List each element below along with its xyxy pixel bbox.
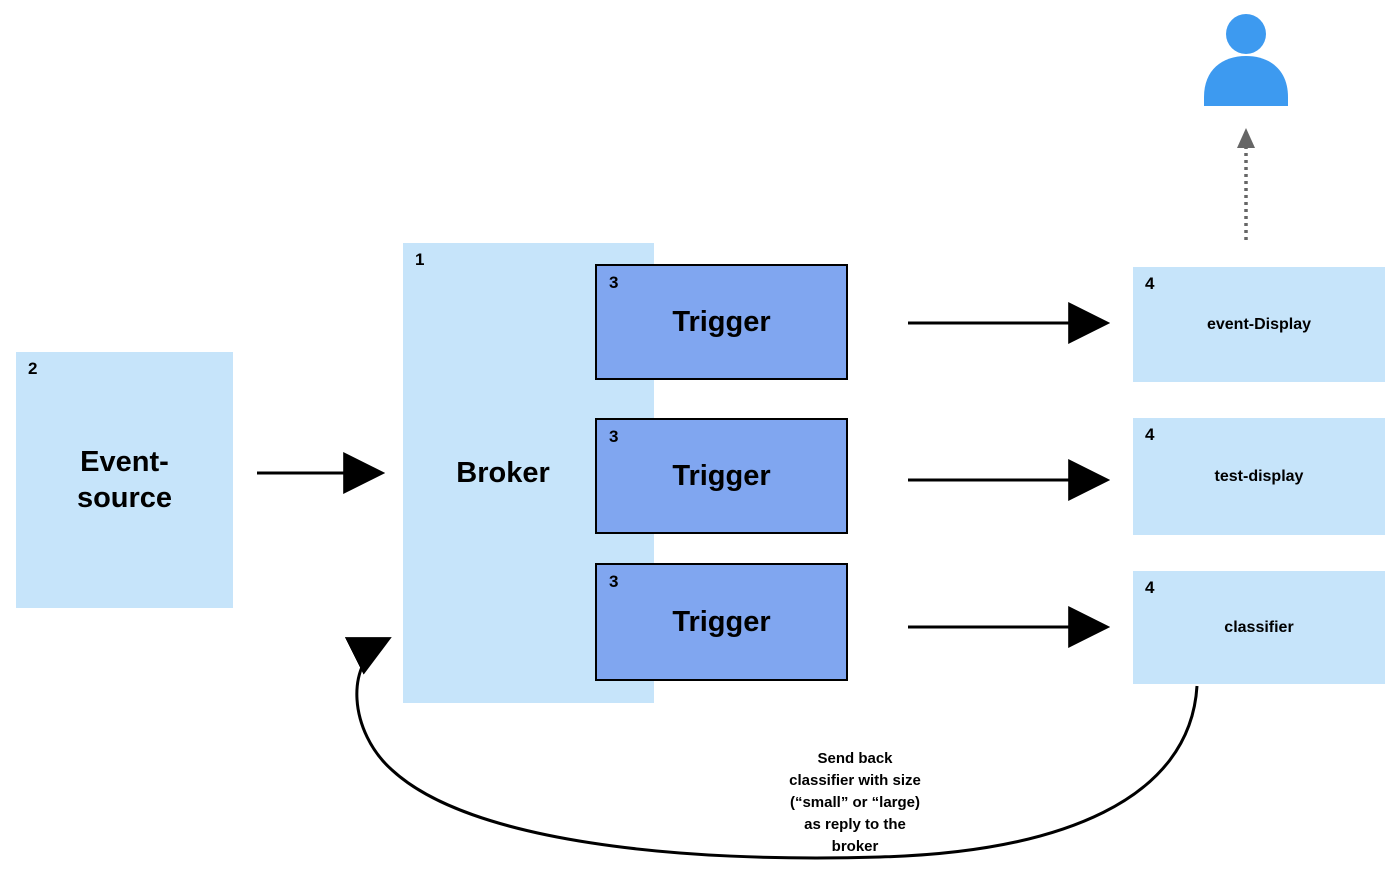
trigger-2-number: 3	[609, 427, 619, 446]
event-display-number: 4	[1145, 274, 1155, 293]
node-trigger-3: 3 Trigger	[595, 563, 848, 681]
node-service-test-display: 4 test-display	[1133, 418, 1385, 535]
node-trigger-1: 3 Trigger	[595, 264, 848, 380]
trigger-3-number: 3	[609, 572, 619, 591]
broker-number: 1	[415, 250, 425, 269]
reply-note: Send back classifier with size (“small” …	[789, 750, 921, 855]
classifier-label: classifier	[1224, 618, 1294, 636]
test-display-label: test-display	[1214, 467, 1304, 485]
event-source-number: 2	[28, 359, 38, 378]
trigger-2-label: Trigger	[672, 459, 771, 492]
person-icon	[1204, 14, 1288, 106]
broker-label: Broker	[456, 456, 550, 489]
event-source-label: Event-source	[76, 445, 173, 514]
trigger-3-label: Trigger	[672, 605, 771, 638]
event-display-label: event-Display	[1206, 315, 1312, 333]
arrow-classifier-reply-to-broker	[344, 637, 1199, 860]
node-service-classifier: 4 classifier	[1133, 571, 1385, 684]
classifier-number: 4	[1145, 578, 1155, 597]
trigger-1-label: Trigger	[672, 305, 771, 338]
trigger-1-number: 3	[609, 273, 619, 292]
dashed-arrow-event-display-to-user	[1237, 128, 1255, 240]
test-display-number: 4	[1145, 425, 1155, 444]
node-trigger-2: 3 Trigger	[595, 418, 848, 534]
node-service-event-display: 4 event-Display	[1133, 267, 1385, 382]
node-event-source: 2 Event-source	[16, 352, 233, 608]
